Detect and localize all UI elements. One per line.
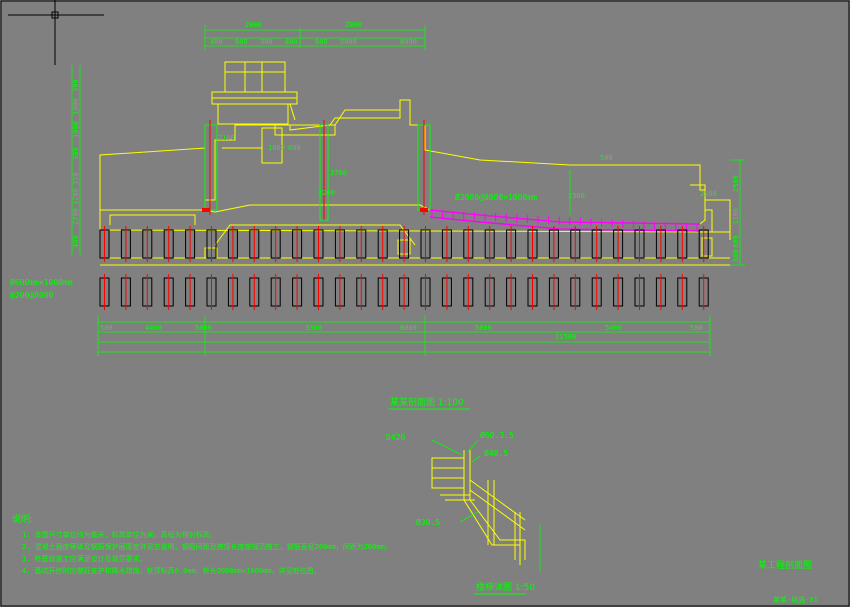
dimension-text: 5000 <box>340 38 357 46</box>
dimension-text: 2000 <box>345 21 362 29</box>
dimension-text: 5000 <box>195 324 212 332</box>
dimension-text: 800 <box>732 249 740 262</box>
dimension-text: 2100 <box>218 134 235 142</box>
rebar-ticks <box>431 210 698 232</box>
dimension-text: 300 <box>72 79 80 92</box>
dimension-text: 1200 <box>72 188 80 205</box>
rebar-slope <box>429 209 701 232</box>
dimension-text: 5000 <box>475 324 492 332</box>
drawing-title: 某工程剖面图 <box>758 559 812 571</box>
dimension-text: 500 <box>100 324 113 332</box>
stair-title: 楼梯详图 1:50 <box>476 581 535 593</box>
notes-header: 说明: <box>12 513 33 525</box>
note-item: 4. 基坑开挖时应做好支护和降水措施，桩顶标高0.0mm，桩长2000mm×10… <box>22 566 321 575</box>
dimension-text: 500 <box>690 324 703 332</box>
dimension-text: 4400 <box>145 324 162 332</box>
dimension-text: 2500 <box>700 190 717 198</box>
dimension-text: 5400 <box>605 324 622 332</box>
dimension-text: 500 <box>600 154 613 162</box>
dimension-text: 800 <box>732 235 740 248</box>
dimension-text: 400 <box>285 38 298 46</box>
pipe-label: Ø600mm×1000mm <box>10 277 73 287</box>
drawing-number: 某某-结施-01 <box>773 595 818 604</box>
dimension-text: 2000 <box>245 21 262 29</box>
pile-row-lower <box>99 274 709 310</box>
main-pipe-label: Ø2000@8000×1000mm <box>455 192 537 202</box>
dimension-text: 3700 <box>330 169 347 177</box>
dimension-text: 8090 <box>400 38 417 46</box>
anchor-mark-left <box>202 208 210 212</box>
dimension-text: 350 <box>72 172 80 185</box>
left-dimension-texts: 300 1000 1000 300 350 1200 2700 400 <box>72 79 80 248</box>
bottom-dimension-texts: 500 4400 5000 3300 8000 5000 5400 500 11500 <box>100 324 703 341</box>
top-dimension-texts: 2000 2000 400 600 300 400 600 5000 8090 <box>210 21 417 46</box>
dimension-lines <box>71 25 745 356</box>
pile-row-upper <box>99 226 709 262</box>
notes-list: 1. 本图尺寸单位均为毫米，标高单位为米，高程为相对标高。 2. 混凝土强度等级及… <box>22 530 392 575</box>
dimension-text: 1000 <box>268 144 285 152</box>
note-item: 3. 桩基础施工应满足设计及规范要求。 <box>22 554 147 563</box>
spacing-label: @200@8000 <box>10 291 54 300</box>
dimension-text: 600 <box>315 38 328 46</box>
stair-note-1: D420 <box>386 433 405 442</box>
dimension-text: 400 <box>210 38 223 46</box>
dimension-text: 1300 <box>732 208 740 225</box>
stair-note-4: Ø30.5 <box>416 517 440 527</box>
dimension-text: 2700 <box>72 208 80 225</box>
dimension-text: 600 <box>288 144 301 152</box>
stair-note-2: Ø60.3.5 <box>480 430 514 440</box>
dimension-text: 400 <box>72 235 80 248</box>
note-item: 1. 本图尺寸单位均为毫米，标高单位为米，高程为相对标高。 <box>22 530 217 539</box>
dimension-text: 3300 <box>305 324 322 332</box>
dimension-text: 600 <box>235 38 248 46</box>
dimension-text: 1000 <box>72 121 80 138</box>
dimension-text: 2200 <box>318 189 335 197</box>
dimension-text: 1500 <box>568 192 585 200</box>
dimension-text: 300 <box>260 38 273 46</box>
stair-detail <box>431 450 526 565</box>
crosshair-cursor-icon <box>8 0 104 65</box>
stair-note-3: Ø48.5 <box>484 448 508 458</box>
dimension-text: 2500 <box>732 175 740 192</box>
dimension-text: 300 <box>72 147 80 160</box>
note-item: 2. 混凝土强度等级及钢筋保护层厚度详见总说明，钢筋间距及搭接长度按规范施工，钢… <box>22 542 392 551</box>
dimension-text: 1000 <box>72 98 80 115</box>
dimension-span-text: 11500 <box>555 333 576 341</box>
section-title: 某某剖面图 1:100 <box>390 396 464 408</box>
dimension-text: 8000 <box>400 324 417 332</box>
anchor-mark-right <box>420 208 428 212</box>
stair-leader-lines <box>431 439 541 572</box>
